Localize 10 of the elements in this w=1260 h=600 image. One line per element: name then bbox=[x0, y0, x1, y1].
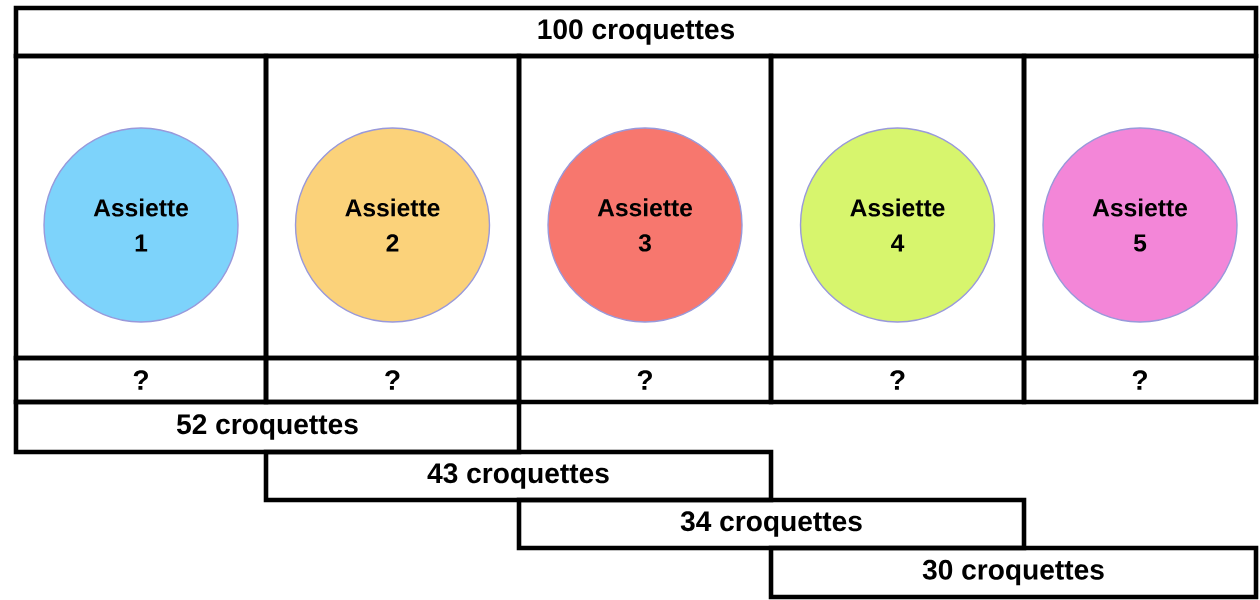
quantity-bar: 43 croquettes bbox=[263, 449, 774, 503]
answer-cell: ? bbox=[13, 355, 269, 405]
answer-cell: ? bbox=[263, 355, 522, 405]
answer-cell: ? bbox=[1021, 355, 1259, 405]
quantity-bar: 100 croquettes bbox=[13, 5, 1259, 59]
quantity-bar: 30 croquettes bbox=[768, 545, 1259, 600]
quantity-bar: 52 croquettes bbox=[13, 399, 522, 455]
answer-cell: ? bbox=[768, 355, 1027, 405]
quantity-bar: 34 croquettes bbox=[516, 497, 1027, 551]
answer-cell: ? bbox=[516, 355, 774, 405]
